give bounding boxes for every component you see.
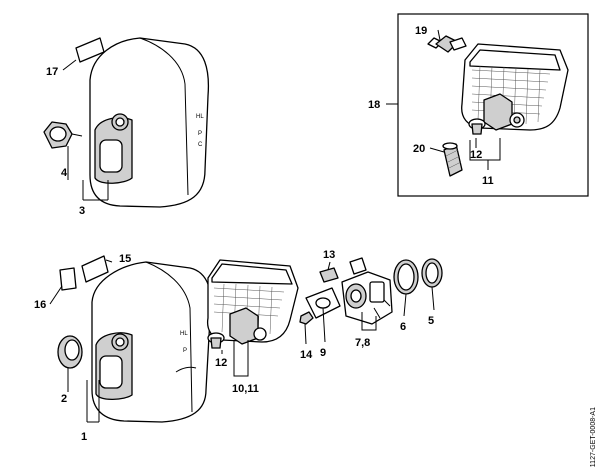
carburetor-7-8 [341,257,393,325]
gasket-13 [319,267,339,283]
twist-lock-knob-2 [57,335,83,369]
document-code: 1127-GET-0008-A1 [590,406,597,467]
callout-12-top: 12 [470,149,482,161]
gasket-9 [305,287,341,319]
top-cover-3 [89,37,210,208]
callout-2: 2 [61,393,67,405]
callout-13: 13 [323,249,335,261]
air-filter-assembly-box [397,13,589,197]
callout-1: 1 [81,431,87,443]
cover-mark-hl: HL [196,114,204,120]
callout-10-11: 10,11 [232,383,259,395]
leader-lines [49,29,501,423]
air-filter-10-11 [206,259,299,345]
cover-mark-p-bottom: P [183,348,187,354]
cover-mark-hl-bottom: HL [180,331,188,337]
decal-15 [81,255,109,283]
callout-11: 11 [482,175,494,187]
callout-7-8: 7,8 [355,337,370,349]
callout-6: 6 [400,321,406,333]
filter-element-20 [442,142,463,177]
screw-12-bottom [207,332,225,349]
bottom-cover-1 [91,261,212,423]
callout-3: 3 [79,205,85,217]
callout-14: 14 [300,349,313,361]
callout-12-bottom: 12 [215,357,227,369]
callout-20: 20 [413,143,425,155]
gasket-6 [393,259,419,295]
cover-markings-bottom: HL P [180,331,188,354]
twist-lock-knob-4 [43,121,83,149]
nut-14 [299,311,314,325]
callout-19: 19 [415,25,427,37]
air-filter-11-top [461,43,569,131]
cover-mark-p: P [198,131,202,137]
callout-18: 18 [368,99,380,111]
callout-17: 17 [46,66,58,78]
callout-5: 5 [428,315,434,327]
ring-5 [421,258,443,288]
spark-plug-19 [427,35,467,53]
callout-15: 15 [119,253,131,265]
cover-markings-top: HL P C [196,114,204,148]
cover-mark-c: C [198,142,203,148]
callout-9: 9 [320,347,326,359]
callout-16: 16 [34,299,46,311]
decal-16 [59,267,77,291]
screw-12-top [468,118,486,135]
callout-4: 4 [61,167,68,179]
